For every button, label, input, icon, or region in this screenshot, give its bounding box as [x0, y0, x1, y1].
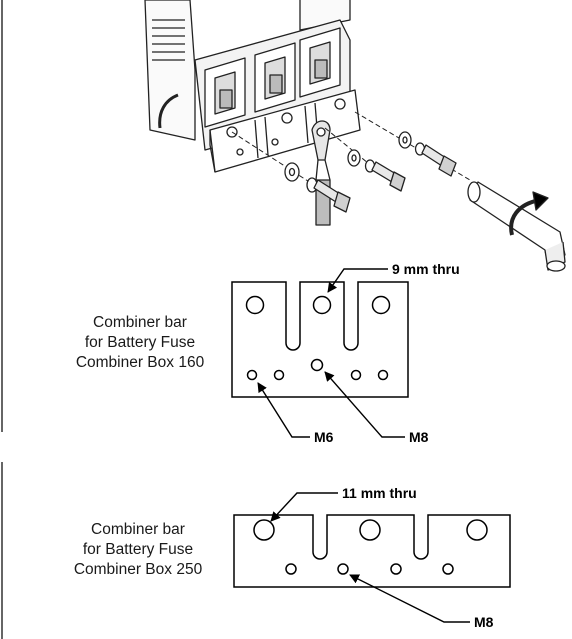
hole-9mm-left — [245, 295, 265, 315]
label-m6: M6 — [314, 429, 334, 445]
leader-m8 — [324, 371, 405, 438]
combiner-bar-160-outline — [231, 281, 409, 398]
hole-m6-2 — [273, 369, 285, 381]
hole-11mm-center — [359, 519, 381, 541]
caption-250-line-3: Combiner Box 250 — [73, 561, 203, 578]
caption-160-line-3: Combiner Box 160 — [75, 354, 205, 371]
leader-m8-250 — [349, 574, 470, 623]
hole-m6-1 — [246, 369, 258, 381]
combiner-bar-250-caption: Combiner bar for Battery Fuse Combiner B… — [58, 520, 218, 580]
hole-m6-3 — [350, 369, 362, 381]
hole-m8-3 — [390, 563, 402, 575]
combiner-bar-160-leaders — [257, 268, 405, 438]
hole-m8-center — [310, 358, 324, 372]
label-11mm-thru: 11 mm thru — [342, 485, 417, 501]
fuse-holder-assembly-illustration — [144, 0, 566, 272]
leader-11mm — [270, 492, 338, 522]
label-m8-160: M8 — [409, 429, 429, 445]
caption-160-line-2: for Battery Fuse — [84, 334, 196, 351]
combiner-bar-250-outline — [233, 514, 511, 588]
combiner-bar-250 — [233, 514, 511, 588]
leader-9mm — [327, 268, 388, 293]
label-9mm-thru: 9 mm thru — [392, 261, 460, 277]
caption-250-line-1: Combiner bar — [91, 521, 185, 538]
hole-9mm-center — [312, 295, 332, 315]
combiner-bar-160-caption: Combiner bar for Battery Fuse Combiner B… — [60, 313, 220, 373]
label-m8-250: M8 — [474, 614, 494, 630]
caption-160-line-1: Combiner bar — [93, 314, 187, 331]
hole-m6-4 — [377, 369, 389, 381]
caption-250-line-2: for Battery Fuse — [82, 541, 194, 558]
hole-m8-2 — [337, 563, 349, 575]
hole-11mm-right — [466, 519, 488, 541]
hole-m8-4 — [442, 563, 454, 575]
hole-9mm-right — [371, 295, 391, 315]
combiner-bar-160 — [231, 281, 409, 398]
hole-m8-1 — [285, 563, 297, 575]
leader-m6 — [257, 382, 310, 438]
hole-11mm-left — [253, 519, 275, 541]
combiner-bar-250-leaders — [270, 492, 470, 623]
